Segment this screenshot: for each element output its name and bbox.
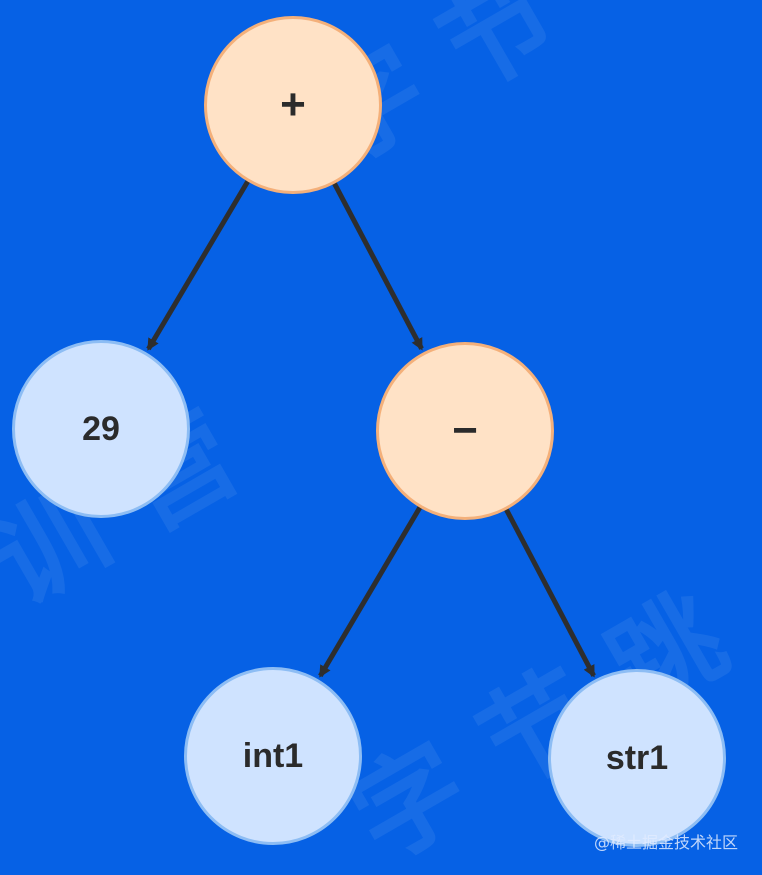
tree-node-right-minus: − [376, 342, 554, 520]
edge-right-to-right_right [502, 505, 596, 678]
node-label: str1 [605, 738, 669, 777]
node-label: 29 [82, 409, 120, 448]
watermark-credit: @稀土掘金技术社区 [593, 833, 738, 852]
tree-node-root-plus: + [204, 16, 382, 194]
tree-node-int1: int1 [184, 667, 362, 845]
node-label: − [452, 406, 478, 455]
node-label: int1 [242, 736, 304, 775]
edge-right-to-right_left [318, 502, 424, 678]
edge-root-to-left [146, 176, 252, 351]
tree-node-str1: str1 [548, 669, 726, 847]
node-label: + [280, 80, 306, 129]
tree-node-left-29: 29 [12, 340, 190, 518]
edge-root-to-right [330, 179, 424, 351]
